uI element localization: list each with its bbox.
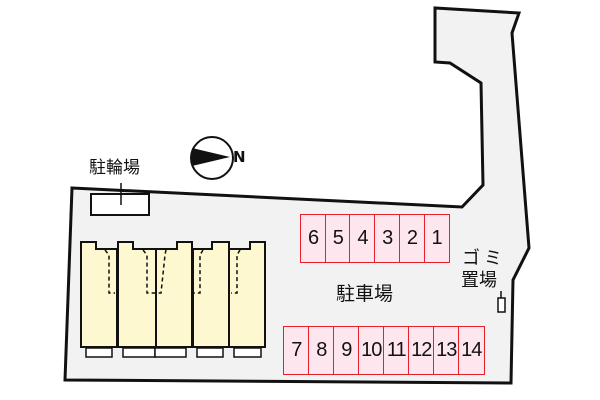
parking-space: 3 (374, 214, 401, 263)
parking-space: 4 (349, 214, 376, 263)
car-parking-label: 駐車場 (336, 283, 394, 305)
parking-space: 12 (408, 326, 435, 375)
bicycle-parking-label: 駐輪場 (89, 158, 140, 178)
garbage-label-line2: 置場 (461, 270, 497, 291)
parking-space: 9 (333, 326, 360, 375)
compass-icon (190, 136, 234, 180)
parking-space: 2 (398, 214, 425, 263)
stair-lines (104, 249, 241, 294)
parking-space: 5 (324, 214, 351, 263)
building (80, 241, 266, 348)
bicycle-parking-area (90, 193, 150, 216)
parking-space: 11 (383, 326, 410, 375)
parking-space: 6 (300, 214, 327, 263)
parking-space: 13 (433, 326, 460, 375)
north-label: N (233, 148, 246, 166)
parking-space: 1 (423, 214, 450, 263)
parking-space: 10 (358, 326, 385, 375)
parking-space: 7 (283, 326, 310, 375)
garbage-label-line1: ゴミ (462, 248, 506, 269)
parking-space: 14 (458, 326, 485, 375)
garbage-bin (497, 297, 506, 313)
balconies (85, 347, 262, 358)
parking-space: 8 (308, 326, 335, 375)
